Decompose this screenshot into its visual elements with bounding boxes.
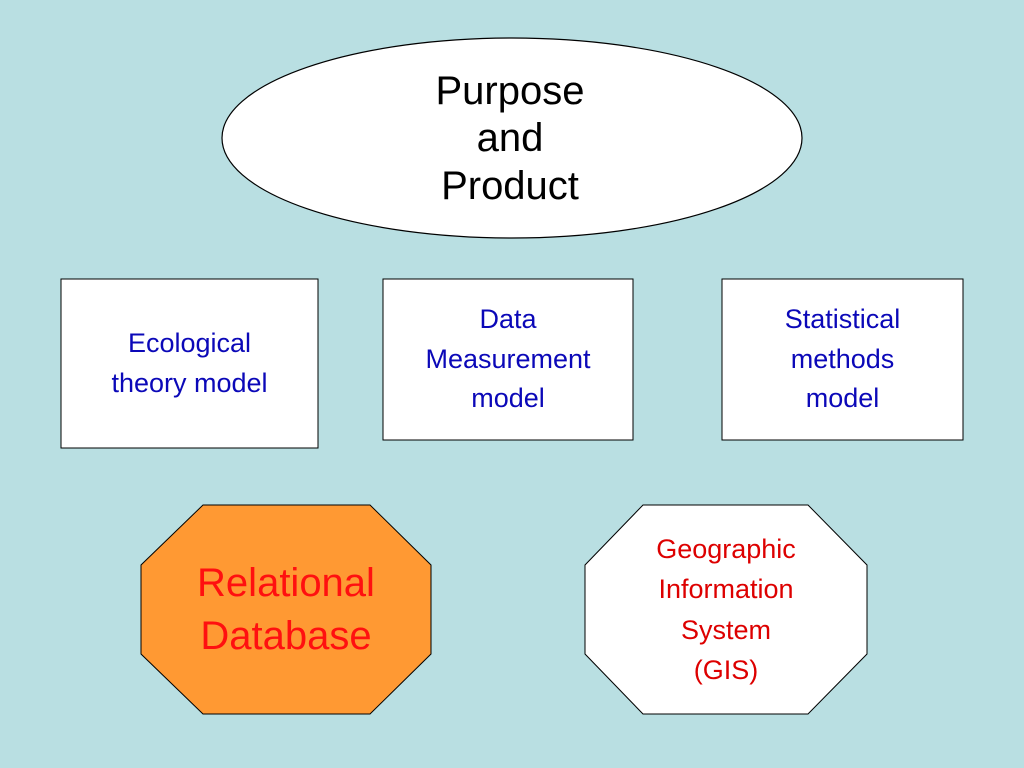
relational-database-label: Relational Database bbox=[197, 560, 375, 658]
relational-database-octagon bbox=[140, 504, 432, 715]
statistical-methods-label: Statistical methods model bbox=[784, 303, 901, 414]
purpose-product-ellipse bbox=[221, 37, 803, 239]
data-measurement-label: Data Measurement model bbox=[425, 303, 591, 414]
data-measurement-box bbox=[382, 278, 634, 441]
gis-label: Geographic Information System (GIS) bbox=[656, 533, 796, 686]
purpose-product-label: Purpose and Product bbox=[435, 69, 585, 208]
gis-octagon bbox=[584, 504, 868, 715]
ecological-theory-box bbox=[60, 278, 319, 449]
ecological-theory-label: Ecological theory model bbox=[111, 327, 268, 398]
statistical-methods-box bbox=[721, 278, 964, 441]
